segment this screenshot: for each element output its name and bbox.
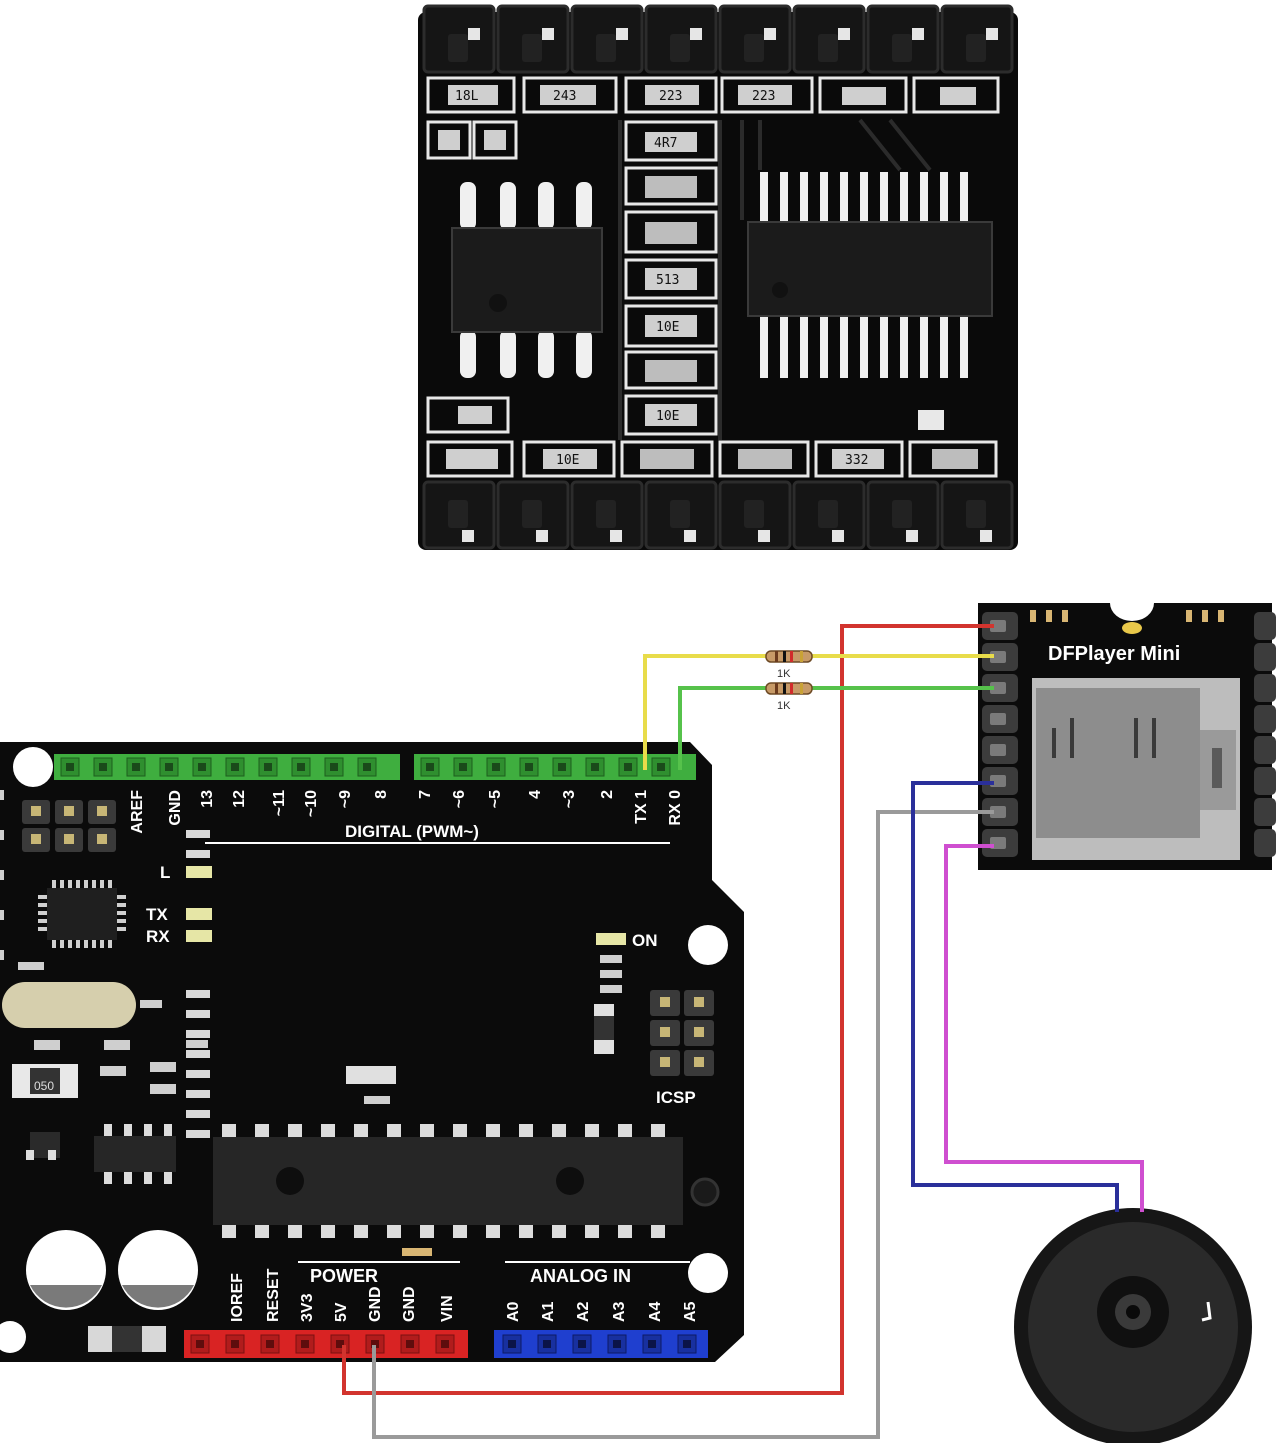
icsp-label: ICSP (656, 1088, 696, 1107)
digital-pin-label: ~3 (561, 790, 578, 808)
dfplayer-mini-module: DFPlayer Mini (978, 603, 1276, 870)
wire-rx (678, 686, 766, 770)
smd-components: 18L 243 223 223 4R7 (426, 76, 1000, 478)
power-pin-label: GND (401, 1286, 418, 1322)
digital-pin-label: 8 (373, 790, 390, 799)
top-pin-header (422, 4, 1014, 74)
chip-code: 4R7 (654, 136, 677, 151)
power-pin-label: VIN (439, 1295, 456, 1322)
analog-pin-header (494, 1330, 708, 1358)
chip-code: 243 (553, 89, 576, 104)
bottom-pin-header (422, 480, 1014, 550)
digital-pin-label: 12 (231, 790, 248, 808)
chip-code: 18L (455, 89, 479, 104)
analog-pin-labels: A0 A1 A2 A3 A4 A5 (505, 1301, 699, 1322)
analog-pin-label: A5 (682, 1301, 699, 1322)
wiring (342, 624, 1144, 1439)
digital-pin-label: TX 1 (633, 790, 650, 824)
smd-resistors (0, 790, 210, 1138)
power-pin-header (184, 1330, 468, 1358)
power-pin-label: RESET (265, 1268, 282, 1322)
resistor-1: 1K (765, 650, 813, 680)
led-tx-label: TX (146, 905, 168, 924)
analog-pin-label: A2 (575, 1301, 592, 1322)
analog-pin-label: A1 (540, 1301, 557, 1322)
wire-tx (643, 654, 766, 770)
chip-code: 223 (659, 89, 682, 104)
decoder-chip (747, 172, 993, 378)
wire-speaker-1 (911, 781, 1119, 1212)
digital-pin-label: 2 (599, 790, 616, 799)
chip-code: 10E (556, 453, 579, 468)
digital-pin-label: AREF (129, 790, 146, 834)
power-pin-label: IOREF (229, 1273, 246, 1322)
mount-hole (688, 1253, 728, 1293)
analog-pin-label: A0 (505, 1301, 522, 1322)
chip-code: 223 (752, 89, 775, 104)
dfplayer-left-pins (982, 612, 1018, 857)
wire-gnd (372, 810, 994, 1439)
led-rx-label: RX (146, 927, 170, 946)
power-pin-labels: IOREF RESET 3V3 5V GND GND VIN (229, 1268, 456, 1322)
dfplayer-module-photo: 18L 243 223 223 4R7 (418, 4, 1018, 550)
usb-icsp-header (22, 800, 116, 852)
digital-pin-label: 4 (527, 790, 544, 799)
digital-pin-label: ~6 (451, 790, 468, 808)
chip-code: 332 (845, 453, 868, 468)
analog-pin-label: A3 (611, 1301, 628, 1322)
digital-pin-labels: AREF GND 13 12 ~11 ~10 ~9 8 7 ~6 ~5 4 ~3 2 TX 1 RX 0 (129, 790, 684, 834)
wire-speaker-2 (944, 844, 1144, 1212)
digital-label: DIGITAL (PWM~) (345, 822, 479, 841)
reset-button (346, 1066, 396, 1084)
analog-in-label: ANALOG IN (530, 1266, 631, 1286)
power-label: POWER (310, 1266, 378, 1286)
led-rx (186, 930, 212, 942)
digital-pin-header (54, 754, 696, 780)
analog-pin-label: A4 (647, 1301, 664, 1322)
dfplayer-title: DFPlayer Mini (1048, 643, 1180, 665)
on-label: ON (632, 931, 658, 950)
mount-hole (688, 925, 728, 965)
digital-pin-label: ~9 (337, 790, 354, 808)
speaker (1014, 1208, 1252, 1443)
led-tx (186, 908, 212, 920)
digital-pin-label: ~11 (271, 790, 288, 816)
chip-code: 10E (656, 409, 679, 424)
led-on (596, 933, 626, 945)
digital-pin-label: ~5 (487, 790, 504, 808)
icsp-header (650, 990, 714, 1076)
regulator-code: 050 (34, 1079, 54, 1093)
led-l (186, 866, 212, 878)
power-pin-label: 3V3 (299, 1293, 316, 1322)
amplifier-chip (451, 182, 603, 378)
mount-hole (13, 747, 53, 787)
power-pin-label: GND (367, 1286, 384, 1322)
digital-pin-label: ~10 (303, 790, 320, 817)
crystal-oscillator (2, 982, 136, 1028)
digital-pin-label: 13 (199, 790, 216, 808)
chip-code: 513 (656, 273, 679, 288)
resistor-2: 1K (765, 682, 813, 712)
digital-pin-label: 7 (417, 790, 434, 799)
led-l-label: L (160, 863, 170, 882)
chip-code: 10E (656, 320, 679, 335)
arduino-uno-board: AREF GND 13 12 ~11 ~10 ~9 8 7 ~6 ~5 4 ~3 2 TX 1 RX 0 DI… (0, 742, 744, 1362)
dfplayer-right-pins (1254, 612, 1276, 857)
power-pin-label: 5V (333, 1302, 350, 1322)
atmega328-chip (213, 1124, 683, 1238)
resistor-2-label: 1K (777, 700, 791, 712)
wire-vcc (342, 624, 994, 1395)
resistor-1-label: 1K (777, 668, 791, 680)
usb-interface-chip (38, 880, 126, 948)
digital-pin-label: GND (167, 790, 184, 826)
mount-hole (0, 1321, 26, 1353)
digital-pin-label: RX 0 (667, 790, 684, 826)
sd-card-slot (1032, 678, 1240, 860)
